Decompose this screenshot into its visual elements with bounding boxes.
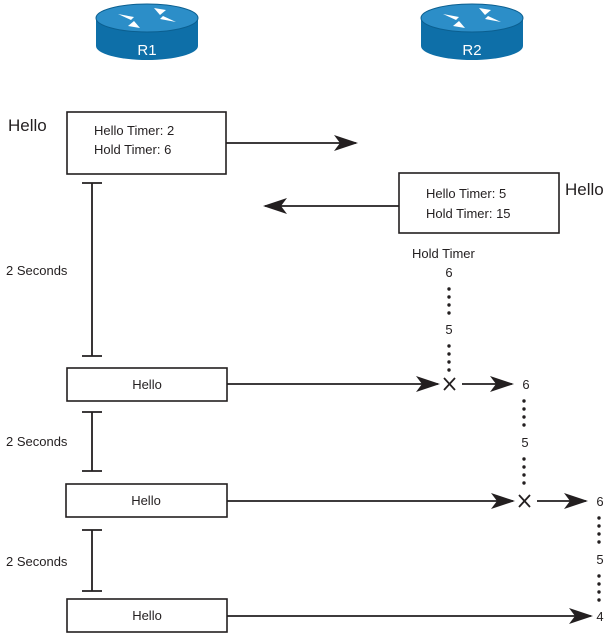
- countdown-1-value-5: 5: [445, 322, 452, 337]
- interval-label-1: 2 Seconds: [6, 263, 68, 278]
- interval-bracket-2: [82, 411, 102, 472]
- countdown-2-dots-lower: [522, 457, 526, 485]
- hello-box-3-label: Hello: [132, 608, 162, 623]
- interval-bracket-3: [82, 529, 102, 592]
- hello-box-2-label: Hello: [131, 493, 161, 508]
- countdown-3-value-5: 5: [596, 552, 603, 567]
- countdown-3-value-6: 6: [596, 494, 603, 509]
- r2-hello-timer: Hello Timer: 5: [426, 186, 506, 201]
- countdown-3-dots-lower: [597, 574, 601, 602]
- interval-label-2: 2 Seconds: [6, 434, 68, 449]
- countdown-3-dots-upper: [597, 516, 601, 544]
- countdown-2-value-6: 6: [522, 377, 529, 392]
- r1-hello-label: Hello: [8, 116, 47, 135]
- hello-box-1-label: Hello: [132, 377, 162, 392]
- hello-box-1: [66, 367, 228, 402]
- r2-hello-label: Hello: [565, 180, 604, 199]
- r2-hold-timer: Hold Timer: 15: [426, 206, 511, 221]
- r1-hello-timer: Hello Timer: 2: [94, 123, 174, 138]
- hold-timer-caption: Hold Timer: [412, 246, 476, 261]
- r2-timer-box: [398, 172, 560, 234]
- hello-box-2: [65, 483, 228, 518]
- interval-label-3: 2 Seconds: [6, 554, 68, 569]
- interval-bracket-1: [82, 182, 102, 357]
- countdown-2-dots-upper: [522, 399, 526, 427]
- hello-box-3: [66, 598, 228, 633]
- countdown-1-dots-lower: [447, 344, 451, 372]
- countdown-2-value-5: 5: [521, 435, 528, 450]
- countdown-3-value-4: 4: [596, 609, 603, 624]
- r1-hold-timer: Hold Timer: 6: [94, 142, 171, 157]
- router-r1-icon: R1: [95, 3, 199, 60]
- countdown-1-dots-upper: [447, 287, 451, 315]
- reset-mark-2-icon: [518, 494, 531, 508]
- reset-mark-1-icon: [443, 377, 456, 391]
- r1-timer-box: [66, 111, 227, 175]
- router-r2-label: R2: [462, 42, 481, 59]
- router-r2-icon: R2: [420, 3, 524, 60]
- countdown-1-value-6: 6: [445, 265, 452, 280]
- router-r1-label: R1: [137, 42, 156, 59]
